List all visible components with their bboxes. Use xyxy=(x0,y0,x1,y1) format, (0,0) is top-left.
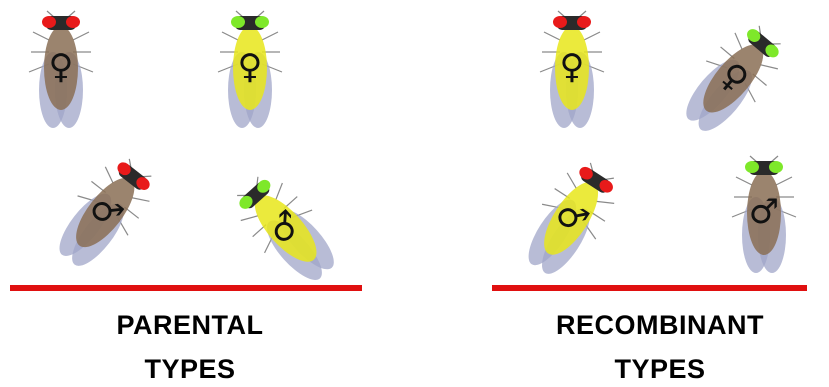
fly-drawing: ♂ xyxy=(722,155,806,275)
fly-parental-yellow-green-female: ♀ xyxy=(208,10,292,130)
sex-symbol: ♀ xyxy=(560,47,585,87)
fly-drawing: ♀ xyxy=(19,10,103,130)
fly-recombinant-yellow-red-female: ♀ xyxy=(530,10,614,130)
eye-right xyxy=(577,16,591,28)
sex-symbol: ♀ xyxy=(49,47,74,87)
fly-recombinant-brown-green-female: ♀ xyxy=(661,7,802,153)
eye-right xyxy=(66,16,80,28)
fly-recombinant-yellow-red-male: ♂ xyxy=(502,147,638,293)
fly-drawing: ♀ xyxy=(530,10,614,130)
fly-parental-yellow-green-male: ♂ xyxy=(216,157,359,302)
parental-divider xyxy=(10,285,362,291)
fly-drawing: ♀ xyxy=(208,10,292,130)
fly-parental-brown-red-male: ♂ xyxy=(34,141,174,287)
eye-left xyxy=(231,16,245,28)
eye-right xyxy=(255,16,269,28)
fly-drawing: ♂ xyxy=(216,157,359,302)
parental-label-line1: PARENTAL xyxy=(60,308,320,342)
parental-label-line2: TYPES xyxy=(60,352,320,386)
eye-left xyxy=(553,16,567,28)
parental-label: PARENTAL TYPES xyxy=(60,308,320,386)
eye-right xyxy=(769,161,783,173)
recombinant-divider xyxy=(492,285,807,291)
recombinant-label: RECOMBINANT TYPES xyxy=(520,308,800,386)
fly-parental-brown-red-female: ♀ xyxy=(19,10,103,130)
fly-drawing: ♂ xyxy=(502,147,638,293)
eye-left xyxy=(745,161,759,173)
fly-drawing: ♂ xyxy=(34,141,174,287)
sex-symbol: ♂ xyxy=(749,192,779,232)
recombinant-label-line1: RECOMBINANT xyxy=(520,308,800,342)
recombinant-label-line2: TYPES xyxy=(520,352,800,386)
fly-recombinant-brown-green-male: ♂ xyxy=(722,155,806,275)
sex-symbol: ♀ xyxy=(238,47,263,87)
fly-drawing: ♀ xyxy=(661,7,802,153)
eye-left xyxy=(42,16,56,28)
